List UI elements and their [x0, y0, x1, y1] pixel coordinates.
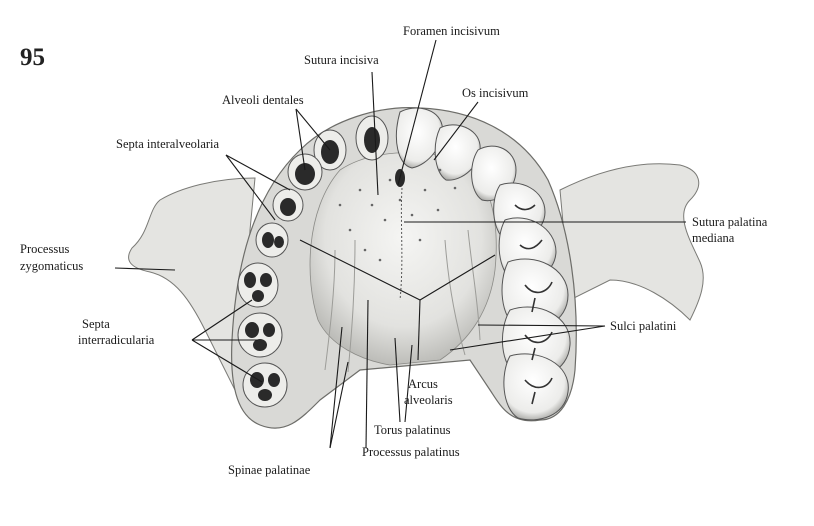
label-processus-palatinus: Processus palatinus [362, 445, 460, 459]
label-arcus-1: Arcus [408, 377, 438, 391]
label-septa-interalveolaria: Septa interalveolaria [116, 137, 220, 151]
left-alveoli [237, 129, 347, 408]
label-sutura-palatina-2: mediana [692, 231, 735, 245]
label-os-incisivum: Os incisivum [462, 86, 529, 100]
label-sulci-palatini: Sulci palatini [610, 319, 677, 333]
bone-pores [338, 168, 457, 262]
label-septa-interradicularia-1: Septa [82, 317, 110, 331]
label-sutura-palatina-1: Sutura palatina [692, 215, 768, 229]
label-torus-palatinus: Torus palatinus [374, 423, 451, 437]
zygomatic-process-left [128, 177, 256, 402]
leader-lines [114, 39, 686, 449]
palatine-sulci-marks [324, 229, 481, 373]
label-septa-interradicularia-2: interradicularia [78, 333, 155, 347]
label-sutura-incisiva: Sutura incisiva [304, 53, 379, 67]
zygomatic-process-right [559, 163, 704, 321]
label-arcus-2: alveolaris [404, 393, 453, 407]
figure-number: 95 [20, 44, 45, 71]
label-spinae-palatinae: Spinae palatinae [228, 463, 311, 477]
median-palatine-suture [399, 187, 403, 301]
front-alveoli [355, 115, 389, 161]
label-processus-zygomaticus-1: Processus [20, 242, 69, 256]
label-processus-zygomaticus-2: zygomaticus [20, 259, 83, 273]
label-alveoli-dentales: Alveoli dentales [222, 93, 304, 107]
label-foramen-incisivum: Foramen incisivum [403, 24, 500, 38]
